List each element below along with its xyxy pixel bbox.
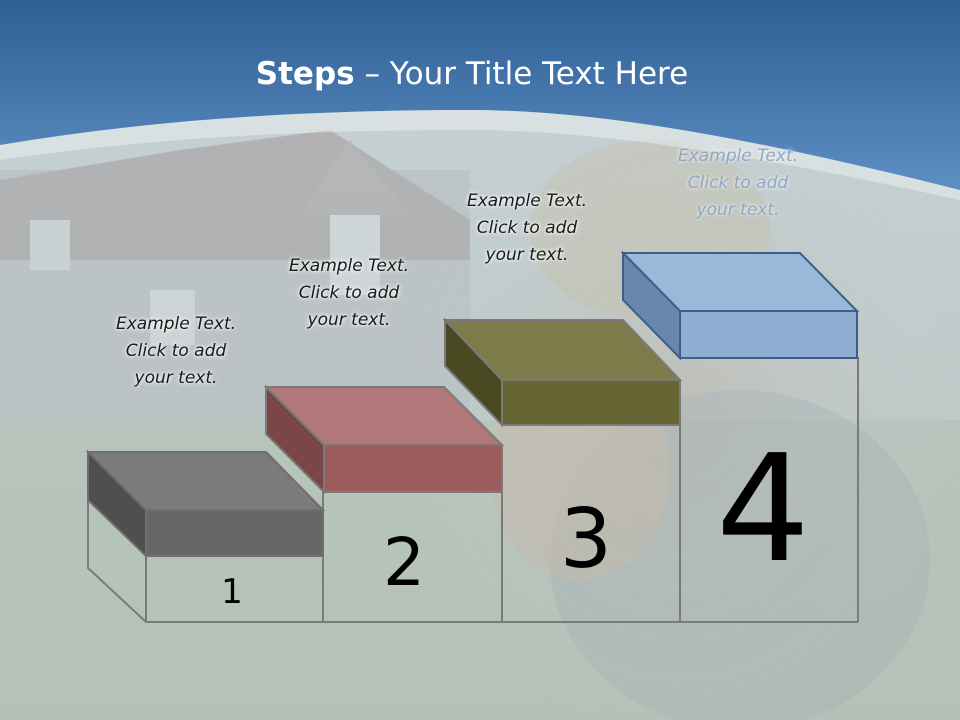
step-caption-3[interactable]: Example Text. Click to add your text. bbox=[449, 188, 605, 269]
step-block-3[interactable] bbox=[442, 317, 683, 428]
step-number-3: 3 bbox=[560, 492, 612, 587]
caption-line: your text. bbox=[134, 368, 218, 388]
step-number-1: 1 bbox=[221, 572, 243, 612]
step-block-4[interactable] bbox=[620, 250, 860, 361]
slide-title[interactable]: Steps – Your Title Text Here bbox=[0, 56, 944, 92]
step-block-2[interactable] bbox=[263, 384, 505, 495]
caption-line: your text. bbox=[485, 245, 569, 265]
caption-line: Click to add bbox=[476, 218, 578, 238]
caption-line: Click to add bbox=[298, 283, 400, 303]
step-caption-2[interactable]: Example Text. Click to add your text. bbox=[271, 253, 427, 334]
caption-line: Example Text. bbox=[288, 256, 410, 276]
caption-line: Example Text. bbox=[115, 314, 237, 334]
step-number-4: 4 bbox=[716, 423, 810, 595]
step-caption-1[interactable]: Example Text. Click to add your text. bbox=[98, 311, 254, 392]
title-rest: – Your Title Text Here bbox=[354, 56, 689, 92]
caption-line: Example Text. bbox=[466, 191, 588, 211]
caption-line: Example Text. bbox=[677, 146, 799, 166]
title-bold: Steps bbox=[255, 56, 355, 92]
caption-line: Click to add bbox=[125, 341, 227, 361]
step-caption-4[interactable]: Example Text. Click to add your text. bbox=[660, 143, 816, 224]
caption-line: Click to add bbox=[687, 173, 789, 193]
caption-line: your text. bbox=[696, 200, 780, 220]
caption-line: your text. bbox=[307, 310, 391, 330]
step-block-1[interactable] bbox=[85, 449, 326, 559]
step-number-2: 2 bbox=[383, 524, 425, 601]
